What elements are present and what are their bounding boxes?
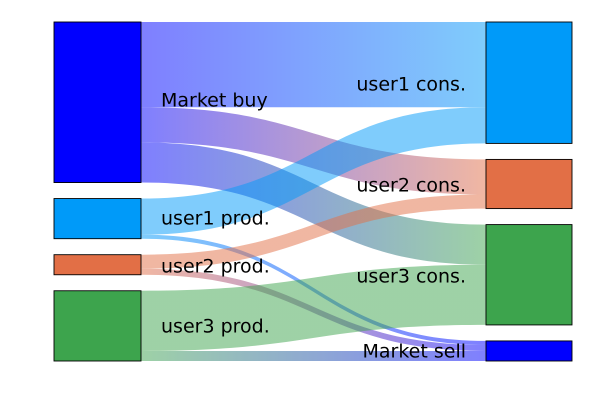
target-label-user1-cons: user1 cons. (356, 74, 466, 96)
source-label-user2-prod: user2 prod. (161, 256, 270, 278)
flows-layer (141, 22, 486, 361)
flow-user3-prod-to-market-sell (141, 350, 486, 361)
target-node-user1-cons (485, 21, 573, 144)
source-label-user3-prod: user3 prod. (161, 316, 270, 338)
target-node-market-sell (485, 340, 573, 362)
source-label-user1-prod: user1 prod. (161, 208, 270, 230)
source-node-user3-prod (53, 290, 142, 362)
target-label-user3-cons: user3 cons. (356, 266, 466, 288)
target-label-user2-cons: user2 cons. (356, 175, 466, 197)
flow-market-buy-to-user2-cons (141, 107, 486, 195)
flow-user3-prod-to-user3-cons (141, 264, 486, 351)
flow-user2-prod-to-user2-cons (141, 194, 486, 269)
source-node-market-buy (53, 21, 142, 184)
flow-market-buy-to-user3-cons (141, 142, 486, 265)
labels-layer: Market buy user1 prod. user2 prod. user3 pr… (161, 74, 466, 363)
flow-market-buy-to-user1-cons (141, 22, 486, 108)
target-node-user3-cons (485, 224, 573, 326)
target-node-user2-cons (485, 158, 573, 210)
source-node-user2-prod (53, 254, 142, 276)
nodes-layer (53, 21, 573, 362)
target-label-market-sell: Market sell (363, 341, 467, 363)
source-label-market-buy: Market buy (161, 90, 268, 112)
source-node-user1-prod (53, 198, 142, 240)
flow-user1-prod-to-user1-cons (141, 107, 486, 235)
